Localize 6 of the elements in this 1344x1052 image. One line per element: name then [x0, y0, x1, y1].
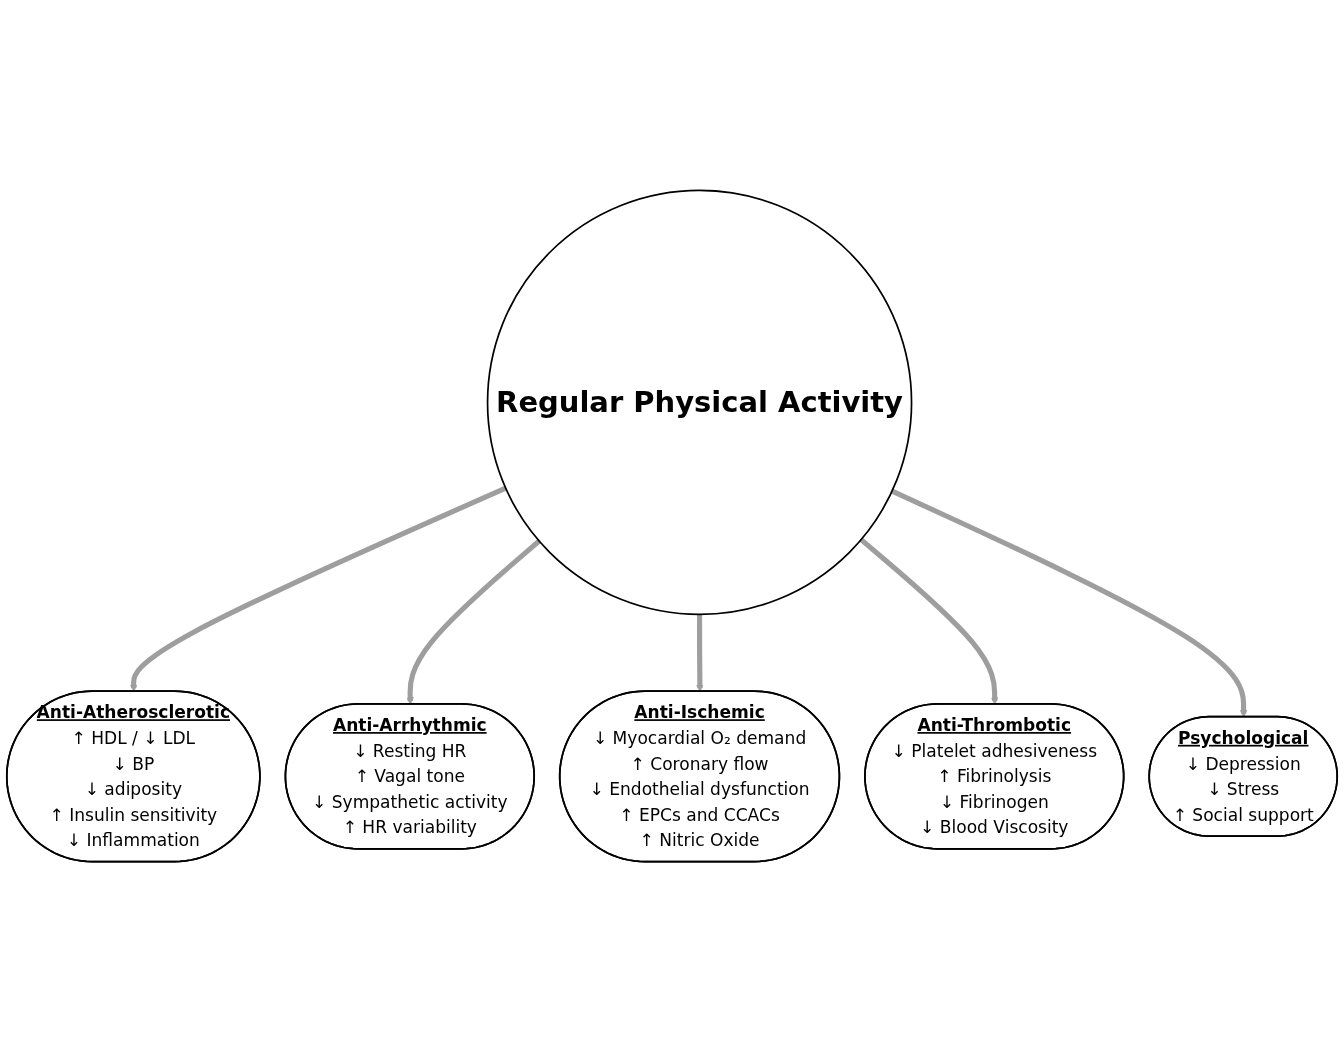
arrow [891, 488, 1248, 718]
arrow [859, 537, 999, 705]
arrow [696, 614, 704, 692]
arrow [406, 539, 541, 705]
node-circle: Regular Physical Activity [486, 189, 913, 616]
arrow [129, 485, 507, 692]
